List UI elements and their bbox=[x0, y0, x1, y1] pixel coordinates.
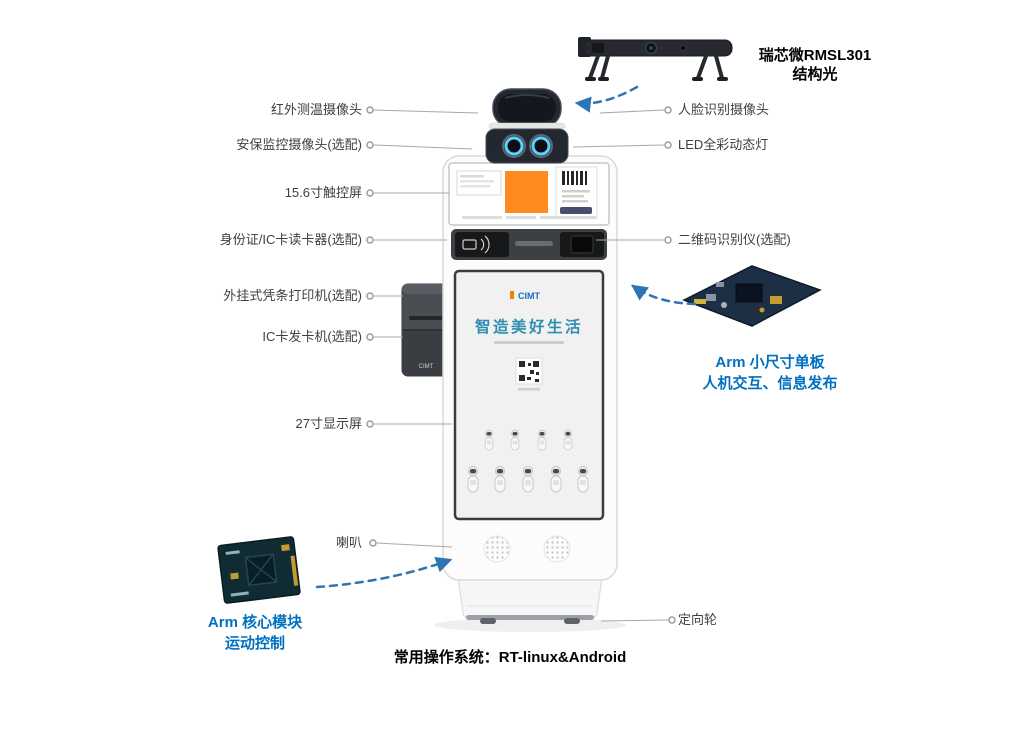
top-touchscreen bbox=[448, 162, 610, 226]
arm-board-note-line2: 人机交互、信息发布 bbox=[702, 375, 838, 392]
callout-security-camera: 安保监控摄像头(选配) bbox=[236, 137, 362, 152]
callout-touchscreen: 15.6寸触控屏 bbox=[284, 185, 362, 200]
speaker-grille-icon bbox=[483, 535, 511, 563]
callout-face-camera: 人脸识别摄像头 bbox=[678, 102, 770, 117]
printer-slot bbox=[409, 316, 443, 320]
soc-chip bbox=[735, 283, 763, 303]
callout-card-reader: 身份证/IC卡读卡器(选配) bbox=[219, 232, 362, 247]
face-panel bbox=[485, 128, 569, 164]
qr-code-icon bbox=[515, 357, 543, 385]
dashed-arrow-camera-to-head bbox=[574, 85, 639, 113]
brand-text: CIMT bbox=[518, 291, 540, 301]
structured-light-note-line1: 瑞芯微RMSL301 bbox=[758, 47, 872, 64]
contactless-reader-icon bbox=[455, 232, 509, 257]
card-reader-panel bbox=[451, 229, 607, 260]
arm-core-note: Arm 核心模块 运动控制 bbox=[170, 612, 340, 654]
callout-dots bbox=[366, 106, 676, 624]
arm-core-note-line2: 运动控制 bbox=[224, 635, 285, 652]
qr-scanner-window bbox=[560, 232, 604, 257]
led-eye-ring bbox=[531, 136, 551, 156]
ground-shadow bbox=[434, 618, 626, 632]
arm-board-note-line1: Arm 小尺寸单板 bbox=[715, 354, 825, 371]
ic-card-dispenser bbox=[402, 330, 450, 376]
display-headline: 智造美好生活 bbox=[475, 317, 583, 336]
callout-card-dispenser: IC卡发卡机(选配) bbox=[262, 329, 362, 344]
directional-wheel bbox=[480, 618, 496, 624]
callout-display-27: 27寸显示屏 bbox=[295, 416, 362, 431]
led-eye-ring bbox=[504, 136, 524, 156]
directional-wheel bbox=[564, 618, 580, 624]
callout-qr-reader: 二维码识别仪(选配) bbox=[678, 232, 791, 247]
robot-head bbox=[485, 88, 569, 164]
screen-card bbox=[555, 166, 598, 219]
callout-speaker: 喇叭 bbox=[335, 535, 362, 550]
arm-core-note-line1: Arm 核心模块 bbox=[207, 614, 303, 631]
camera-lens-icon bbox=[679, 44, 687, 52]
callout-infrared-camera: 红外测温摄像头 bbox=[270, 102, 362, 117]
dashed-arrow-core-to-base bbox=[315, 556, 453, 589]
structured-light-camera bbox=[578, 37, 733, 81]
screen-window bbox=[456, 170, 502, 196]
structured-light-note-line2: 结构光 bbox=[792, 66, 838, 83]
arm-core-pcb bbox=[217, 536, 301, 604]
card-slot bbox=[515, 241, 553, 246]
callout-led-light: LED全彩动态灯 bbox=[678, 137, 769, 152]
callout-lines bbox=[373, 109, 669, 622]
module-brand-text: CIMT bbox=[419, 364, 434, 370]
structured-light-note: 瑞芯微RMSL301 结构光 bbox=[740, 46, 890, 84]
main-display: CIMT 智造美好生活 bbox=[453, 269, 605, 521]
kiosk-base bbox=[457, 577, 603, 624]
speaker-grille-icon bbox=[543, 535, 571, 563]
callout-receipt-printer: 外挂式凭条打印机(选配) bbox=[223, 288, 362, 303]
os-note: 常用操作系统：RT-linux&Android bbox=[393, 649, 627, 666]
speaker-grilles bbox=[483, 535, 571, 563]
orange-panel bbox=[505, 171, 548, 213]
arm-board-pcb bbox=[682, 265, 822, 327]
dashed-arrow-board-to-kiosk bbox=[631, 284, 697, 306]
arm-board-note: Arm 小尺寸单板 人机交互、信息发布 bbox=[660, 352, 880, 394]
callout-directional-wheel: 定向轮 bbox=[678, 612, 718, 627]
display-brand-logo: CIMT bbox=[510, 291, 540, 301]
